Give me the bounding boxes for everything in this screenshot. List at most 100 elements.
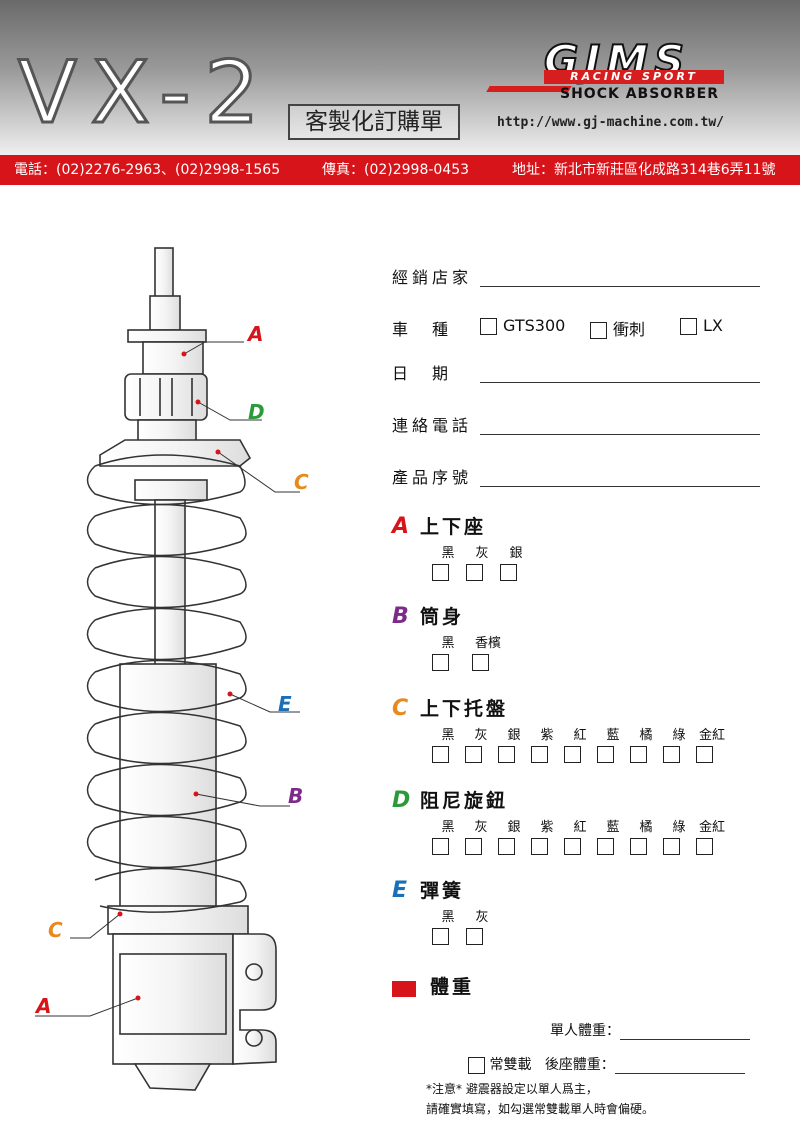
contact-bar: 電話：(02)2276-2963、(02)2998-1565 傳真：(02)29… (0, 155, 800, 185)
color-option[interactable]: 紅 (564, 816, 596, 855)
color-checkbox[interactable] (630, 746, 647, 763)
color-option[interactable]: 紫 (531, 816, 563, 855)
double-ride-checkbox[interactable] (468, 1056, 485, 1074)
serial-input-line[interactable] (480, 486, 760, 487)
color-checkbox[interactable] (663, 746, 680, 763)
color-checkbox[interactable] (564, 746, 581, 763)
rear-weight-field[interactable]: 常雙載 後座體重： (468, 1054, 745, 1074)
single-weight-field[interactable]: 單人體重： (550, 1020, 750, 1040)
logo-tagline: RACING SPORT (544, 70, 724, 84)
note-line-1: *注意* 避震器設定以單人爲主， (426, 1082, 598, 1096)
section-letter: E (392, 878, 408, 903)
phone-input-line[interactable] (480, 434, 760, 435)
dealer-input-line[interactable] (480, 286, 760, 287)
color-option[interactable]: 銀 (498, 816, 530, 855)
color-option[interactable]: 香檳 (472, 632, 504, 671)
vehicle-option-gts300[interactable]: GTS300 (480, 316, 565, 335)
logo-product: SHOCK ABSORBER (560, 86, 719, 102)
color-checkbox[interactable] (564, 838, 581, 855)
color-option[interactable]: 灰 (466, 542, 498, 581)
callout-b: B (288, 784, 304, 808)
callout-a-bottom: A (36, 994, 52, 1018)
double-ride-label: 常雙載 (489, 1057, 532, 1073)
color-checkbox[interactable] (498, 746, 515, 763)
color-checkbox[interactable] (432, 654, 449, 671)
weight-swatch (392, 980, 416, 997)
fax-text: 傳真：(02)2998-0453 (322, 162, 470, 178)
color-checkbox[interactable] (432, 746, 449, 763)
single-weight-input-line[interactable] (620, 1026, 750, 1040)
color-option[interactable]: 金紅 (696, 816, 728, 855)
color-checkbox[interactable] (663, 838, 680, 855)
website-url[interactable]: http://www.gj-machine.com.tw/ (497, 115, 724, 130)
color-checkbox[interactable] (696, 746, 713, 763)
color-option[interactable]: 藍 (597, 724, 629, 763)
color-option[interactable]: 黑 (432, 906, 464, 945)
color-option[interactable]: 綠 (663, 724, 695, 763)
rear-weight-input-line[interactable] (614, 1060, 745, 1074)
color-checkbox[interactable] (466, 928, 483, 945)
section-title: 彈簧 (420, 880, 465, 902)
section-letter: D (392, 788, 411, 813)
section-title: 上下托盤 (420, 698, 509, 720)
vehicle-option-lx[interactable]: LX (680, 316, 723, 335)
form-title: 客製化訂購單 (288, 104, 460, 140)
color-checkbox[interactable] (630, 838, 647, 855)
callout-c-top: C (294, 470, 309, 494)
color-option[interactable]: 紫 (531, 724, 563, 763)
note-line-2: 請確實填寫，如勾選常雙載單人時會偏硬。 (426, 1102, 655, 1116)
color-option[interactable]: 藍 (597, 816, 629, 855)
color-checkbox[interactable] (472, 654, 489, 671)
section-title: 上下座 (420, 516, 487, 538)
rear-weight-label: 後座體重： (544, 1057, 615, 1073)
color-checkbox[interactable] (432, 928, 449, 945)
date-label: 日 期 (392, 364, 453, 383)
color-option[interactable]: 橘 (630, 816, 662, 855)
section-title: 筒身 (420, 606, 465, 628)
color-checkbox[interactable] (465, 838, 482, 855)
callout-e: E (278, 692, 292, 716)
phone-text: 電話：(02)2276-2963、(02)2998-1565 (14, 162, 281, 178)
color-checkbox[interactable] (597, 746, 614, 763)
vehicle-checkbox[interactable] (680, 318, 697, 335)
date-input-line[interactable] (480, 382, 760, 383)
color-option[interactable]: 灰 (465, 816, 497, 855)
vehicle-checkbox[interactable] (480, 318, 497, 335)
vehicle-checkbox[interactable] (590, 322, 607, 339)
color-option[interactable]: 灰 (465, 724, 497, 763)
color-checkbox[interactable] (597, 838, 614, 855)
section-letter: B (392, 604, 409, 629)
color-checkbox[interactable] (466, 564, 483, 581)
color-option[interactable]: 銀 (498, 724, 530, 763)
color-option[interactable]: 黑 (432, 542, 464, 581)
color-checkbox[interactable] (531, 746, 548, 763)
color-option[interactable]: 銀 (500, 542, 532, 581)
section-letter: C (392, 696, 409, 721)
color-option[interactable]: 橘 (630, 724, 662, 763)
color-checkbox[interactable] (432, 838, 449, 855)
color-option[interactable]: 灰 (466, 906, 498, 945)
shock-absorber-illustration (35, 247, 300, 1091)
vehicle-option-sprint[interactable]: 衝刺 (590, 316, 645, 340)
section-title: 阻尼旋鈕 (420, 790, 509, 812)
color-option[interactable]: 紅 (564, 724, 596, 763)
color-checkbox[interactable] (465, 746, 482, 763)
color-option[interactable]: 金紅 (696, 724, 728, 763)
color-option[interactable]: 黑 (432, 724, 464, 763)
color-checkbox[interactable] (432, 564, 449, 581)
color-checkbox[interactable] (500, 564, 517, 581)
color-checkbox[interactable] (498, 838, 515, 855)
top-stud (154, 247, 174, 299)
weight-title: 體重 (430, 976, 475, 998)
serial-label: 產品序號 (392, 468, 473, 487)
callout-c-bottom: C (48, 918, 63, 942)
color-option[interactable]: 黑 (432, 816, 464, 855)
color-option[interactable]: 黑 (432, 632, 464, 671)
vehicle-label: 車 種 (392, 320, 453, 339)
phone-label: 連絡電話 (392, 416, 473, 435)
dealer-label: 經銷店家 (392, 268, 473, 287)
color-checkbox[interactable] (696, 838, 713, 855)
color-checkbox[interactable] (531, 838, 548, 855)
color-option[interactable]: 綠 (663, 816, 695, 855)
damping-knob (124, 373, 208, 421)
